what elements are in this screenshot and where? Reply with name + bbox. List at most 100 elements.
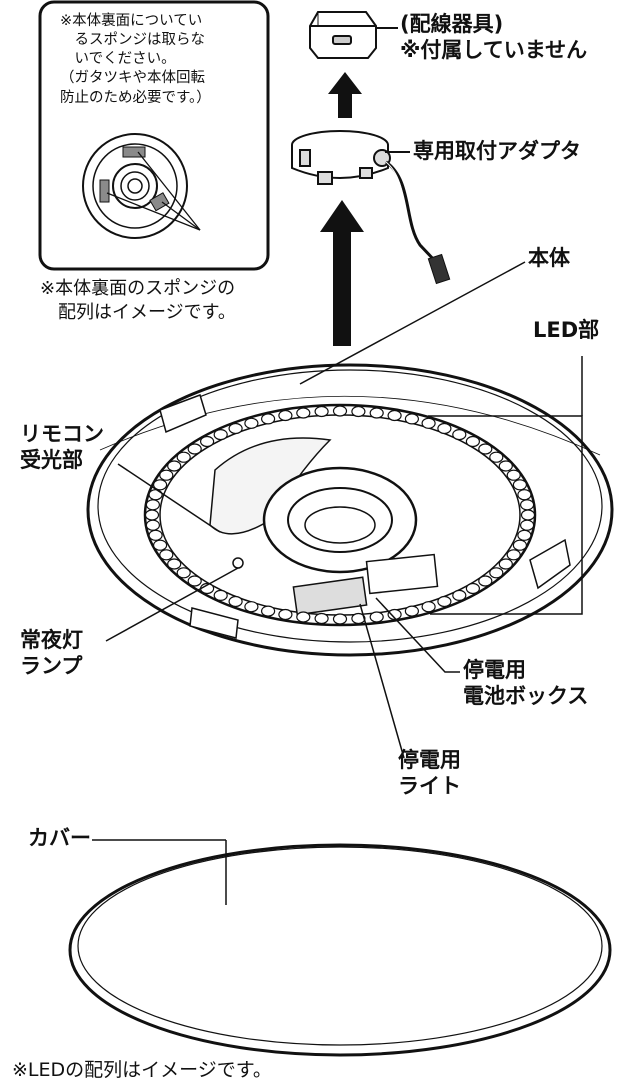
led-dot: [520, 509, 536, 521]
sponge-note-line: いでください。: [60, 51, 176, 68]
led-dot: [261, 605, 276, 617]
led-dot: [228, 422, 243, 435]
led-dot: [512, 479, 528, 491]
sponge-note-line: （ガタツキや本体回転: [60, 70, 205, 87]
led-dot: [478, 575, 493, 587]
wiring-fixture-illustration: [309, 11, 377, 59]
led-dot: [145, 519, 160, 531]
led-dot: [421, 417, 436, 429]
led-dot: [278, 608, 293, 621]
led-dot: [512, 539, 528, 551]
remote-receiver-line2: 受光部: [20, 447, 83, 472]
led-dot: [519, 499, 535, 511]
led-dot: [517, 489, 532, 501]
led-dot: [278, 409, 293, 422]
led-dot: [452, 589, 467, 602]
led-dot: [176, 451, 191, 463]
led-dot: [437, 422, 452, 435]
led-dot: [228, 595, 243, 608]
led-dot: [465, 582, 480, 595]
led-dot: [244, 417, 259, 429]
led-dot: [404, 605, 419, 617]
wiring-fixture-note: ※付属していません: [400, 37, 588, 62]
battery-leader: [375, 597, 460, 673]
outage-light-line1: 停電用: [398, 748, 461, 772]
led-dot: [465, 435, 480, 448]
outage-light-line2: ライト: [398, 773, 461, 798]
night-lamp-line1: 常夜灯: [20, 628, 83, 652]
led-dot: [489, 451, 504, 463]
led-dot: [296, 407, 311, 419]
led-dot: [506, 549, 521, 561]
led-dot: [332, 405, 348, 417]
led-dot: [404, 413, 419, 425]
led-dot: [187, 443, 202, 455]
led-dot: [314, 405, 329, 418]
arrow-up-icon: [328, 72, 362, 118]
led-dot: [153, 479, 168, 491]
night-lamp-line2: ランプ: [20, 653, 83, 678]
remote-leader: [117, 463, 221, 533]
led-ring-illustration: [144, 405, 536, 625]
led-dot: [519, 519, 535, 531]
wiring-fixture-title: (配線器具): [400, 12, 504, 36]
led-dot: [159, 549, 174, 561]
led-dot: [167, 460, 182, 472]
night-lamp-leader: [105, 567, 239, 642]
led-dot: [506, 469, 521, 481]
led-dot: [200, 435, 215, 448]
led-label: LED部: [533, 318, 600, 342]
sponge-note-line: るスポンジは取らな: [60, 32, 205, 49]
outage-battery-label: 停電用 電池ボックス: [463, 658, 588, 709]
led-dot: [167, 558, 182, 570]
led-dot: [296, 611, 311, 623]
sponge-closeup-illustration: [82, 133, 201, 239]
remote-receiver-label: リモコン 受光部: [20, 422, 104, 473]
led-dot: [498, 460, 513, 472]
sponge-layout-note: ※本体裏面のスポンジの 配列はイメージです。: [40, 277, 236, 325]
cover-illustration: [68, 843, 612, 1057]
led-dot: [244, 601, 259, 613]
cover-label: カバー: [28, 826, 91, 850]
adapter-label: 専用取付アダプタ: [413, 139, 581, 163]
led-dot: [478, 443, 493, 455]
wiring-fixture-label: (配線器具) ※付属していません: [400, 12, 587, 63]
body-leader: [299, 261, 526, 385]
led-dot: [314, 612, 329, 625]
remote-receiver-line1: リモコン: [20, 422, 104, 446]
led-dot: [153, 539, 168, 551]
led-dot: [489, 567, 504, 579]
led-dot: [369, 407, 384, 419]
led-dot: [437, 595, 452, 608]
night-lamp-label: 常夜灯 ランプ: [20, 628, 83, 679]
led-dot: [187, 575, 202, 587]
led-dot: [145, 499, 160, 511]
sponge-layout-line: ※本体裏面のスポンジの: [40, 278, 236, 299]
sponge-note-box: [38, 0, 270, 271]
sponge-layout-line: 配列はイメージです。: [40, 301, 236, 323]
led-dot: [369, 611, 384, 623]
light-leader: [359, 603, 405, 759]
sponge-note-text: ※本体裏面についてい るスポンジは取らな いでください。 （ガタツキや本体回転 …: [60, 12, 211, 108]
led-dot: [261, 413, 276, 425]
led-dot: [387, 608, 402, 621]
led-dot: [159, 469, 174, 481]
led-dot: [176, 567, 191, 579]
outage-light-label: 停電用 ライト: [398, 748, 461, 799]
led-dot: [517, 529, 532, 541]
led-dot: [144, 509, 160, 521]
outage-battery-line2: 電池ボックス: [463, 683, 589, 708]
led-bracket: [428, 415, 583, 615]
adapter-cable: [385, 160, 438, 264]
sponge-note-line: ※本体裏面についてい: [60, 13, 203, 29]
light-body-illustration: [86, 363, 614, 657]
body-label: 本体: [528, 246, 570, 270]
led-dot: [452, 429, 467, 441]
arrow-up-large-icon: [320, 200, 364, 346]
outage-battery-line1: 停電用: [463, 658, 526, 682]
sponge-note-line: 防止のため必要です。）: [60, 89, 211, 106]
led-dot: [148, 529, 163, 541]
led-dot: [351, 405, 366, 418]
led-dot: [387, 409, 402, 422]
